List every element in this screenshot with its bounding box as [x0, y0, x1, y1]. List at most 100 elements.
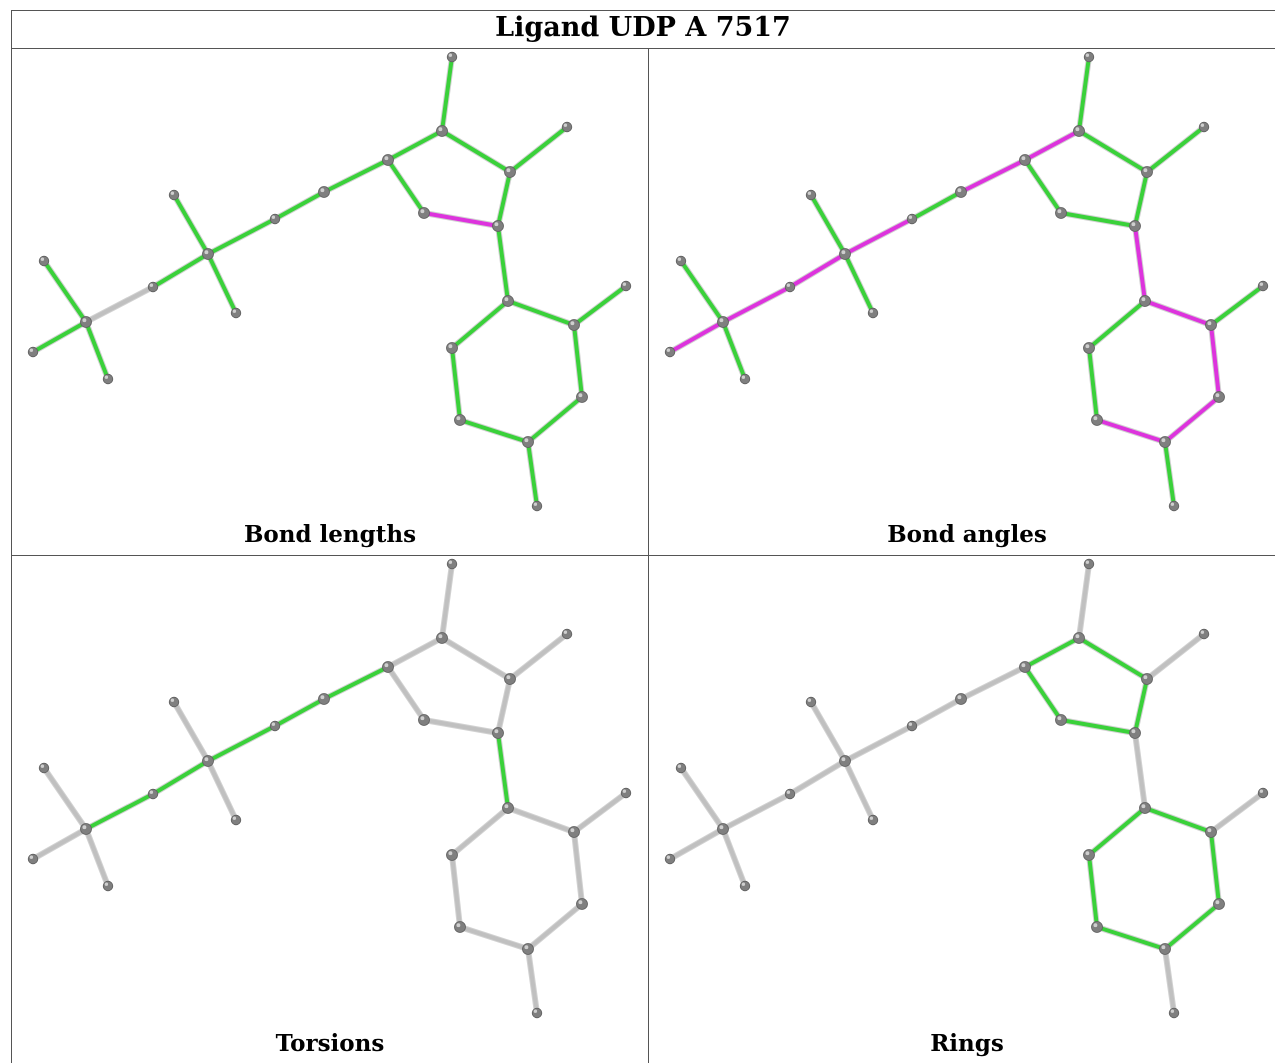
bond-C8-O11: [1144, 631, 1207, 682]
atom-O11: [561, 121, 573, 133]
atom-O5: [418, 207, 430, 219]
atom-O10: [1083, 558, 1095, 570]
bond-C9-O5: [421, 717, 501, 736]
atom-C14: [1083, 849, 1095, 861]
atom-O4: [269, 720, 281, 732]
bond-O2-P1: [678, 765, 726, 832]
bond-C8-O11: [507, 631, 570, 682]
atom-C7: [436, 632, 448, 644]
atom-C10: [568, 826, 580, 838]
bond-C12-C13: [1094, 417, 1168, 445]
atom-O7: [867, 814, 879, 826]
bond-N1-C10: [1142, 805, 1214, 835]
atom-C14: [446, 342, 458, 354]
bond-C14-N1: [1086, 298, 1148, 351]
bond-O3-P2: [150, 758, 211, 797]
bond-C10-C11: [1208, 322, 1222, 400]
atom-O6: [805, 696, 817, 708]
bond-C8-C9: [1132, 169, 1150, 229]
bond-P2-O7: [842, 251, 876, 316]
bond-C7-C8: [1076, 128, 1150, 175]
bond-O2-P1: [41, 258, 89, 325]
bond-C8-C9: [495, 169, 513, 229]
atom-O4: [906, 213, 918, 225]
atom-P2: [839, 755, 851, 767]
bond-P1-O3: [83, 284, 156, 325]
bond-O4-C5: [272, 189, 327, 222]
bond-P1-O8: [720, 319, 748, 382]
atom-C14: [446, 849, 458, 861]
caption-bond-lengths: Bond lengths: [243, 521, 417, 548]
title-divider: [11, 48, 1275, 49]
bond-P1-O8: [720, 826, 748, 889]
atom-O9: [531, 1007, 543, 1019]
bond-C9-N1: [495, 730, 511, 811]
bond-C6-C7: [1022, 128, 1082, 163]
bond-P1-O8: [83, 826, 111, 889]
figure-title: Ligand UDP A 7517: [495, 12, 791, 43]
atom-O12: [620, 280, 632, 292]
atom-O6: [805, 189, 817, 201]
bond-P2-O7: [205, 758, 239, 823]
bond-C13-C14: [449, 345, 463, 423]
atom-O9: [531, 500, 543, 512]
bond-C8-O11: [507, 124, 570, 175]
atom-O10: [446, 51, 458, 63]
atom-C11: [1213, 898, 1225, 910]
molecule-torsions: [27, 558, 632, 1019]
panel-rings: Rings: [649, 556, 1275, 1061]
bond-C11-C12: [525, 394, 585, 445]
atom-C8: [504, 166, 516, 178]
atom-O2: [38, 762, 50, 774]
bond-O1-P1: [667, 319, 726, 355]
figure-frame: [11, 10, 1275, 1063]
atom-C12: [1159, 436, 1171, 448]
bond-C5-C6: [321, 664, 391, 702]
atom-C11: [576, 391, 588, 403]
bond-O1-P1: [667, 826, 726, 862]
atom-C6: [1019, 154, 1031, 166]
bond-O3-P2: [787, 251, 848, 290]
bond-O1-P1: [30, 319, 89, 355]
bond-C7-C8: [1076, 635, 1150, 682]
atom-O5: [1055, 207, 1067, 219]
bond-C12-C13: [1094, 924, 1168, 952]
bond-C10-O12: [571, 283, 629, 328]
atom-C7: [1073, 125, 1085, 137]
atom-C9: [492, 220, 504, 232]
atom-P1: [80, 316, 92, 328]
bond-P2-O4: [205, 723, 278, 764]
atom-C14: [1083, 342, 1095, 354]
bond-O4-C5: [909, 189, 964, 222]
bond-P2-O6: [808, 699, 848, 764]
atom-C13: [1091, 921, 1103, 933]
bond-O4-C5: [909, 696, 964, 729]
bond-C7-O10: [1076, 561, 1092, 641]
atom-O4: [269, 213, 281, 225]
atom-O5: [418, 714, 430, 726]
bond-P2-O7: [205, 251, 239, 316]
atom-O2: [675, 255, 687, 267]
atom-N1: [1139, 295, 1151, 307]
bond-C13-C14: [1086, 852, 1100, 930]
atom-C11: [1213, 391, 1225, 403]
bond-O5-C6: [1022, 157, 1064, 216]
atom-O1: [27, 853, 39, 865]
bond-C10-O12: [1208, 790, 1266, 835]
atom-C8: [1141, 673, 1153, 685]
bond-C10-O12: [1208, 283, 1266, 328]
bond-C7-O10: [1076, 54, 1092, 134]
atom-C9: [1129, 220, 1141, 232]
atom-C11: [576, 898, 588, 910]
bond-C12-O9: [1162, 946, 1177, 1016]
bond-C5-C6: [321, 157, 391, 195]
bond-P2-O7: [842, 758, 876, 823]
bond-P1-O8: [83, 319, 111, 382]
atom-O8: [102, 880, 114, 892]
bond-C9-N1: [1132, 730, 1148, 811]
bond-C12-O9: [525, 946, 540, 1016]
bond-C6-C7: [1022, 635, 1082, 670]
bond-C9-N1: [495, 223, 511, 304]
bond-C7-O10: [439, 561, 455, 641]
atom-N1: [1139, 802, 1151, 814]
